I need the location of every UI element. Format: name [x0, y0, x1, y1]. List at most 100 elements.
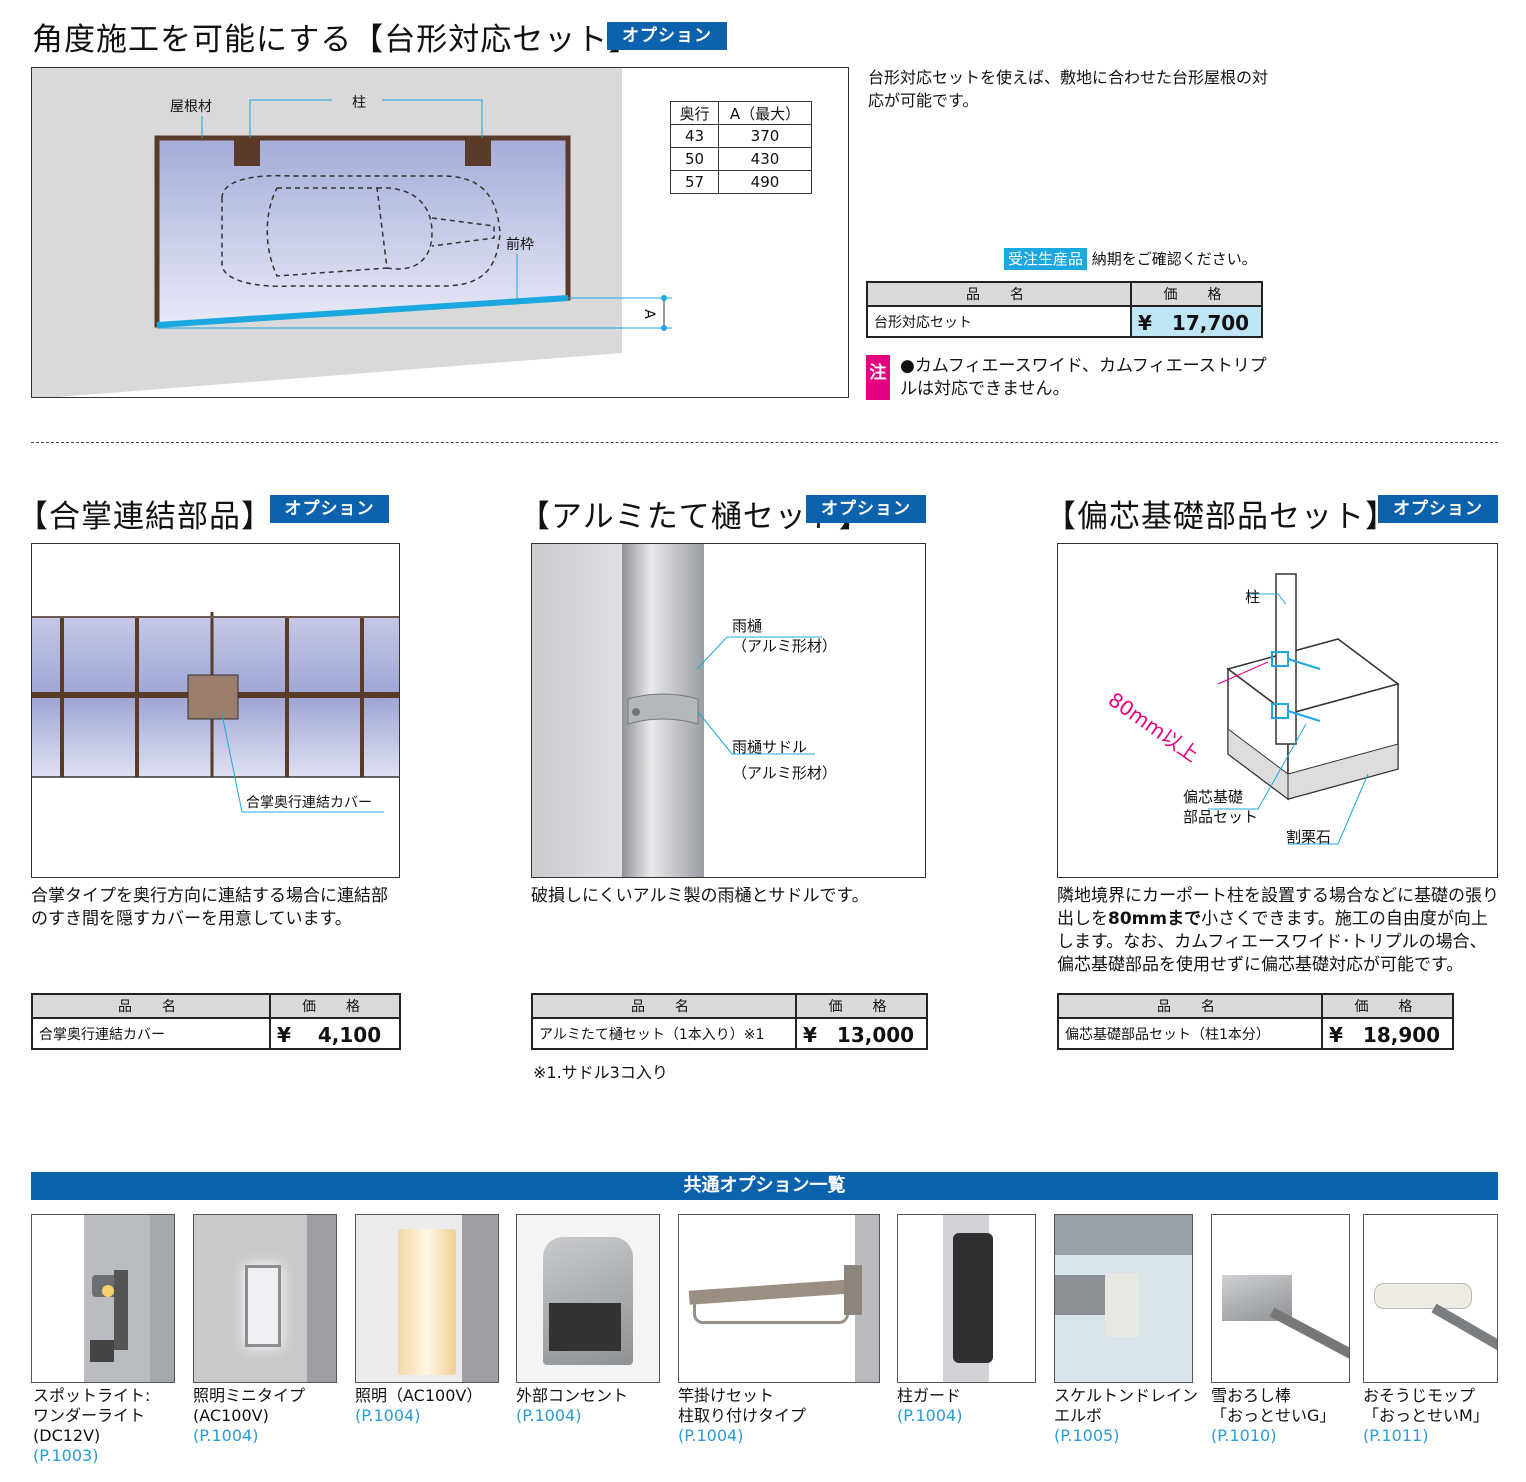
- pipe-label: 雨樋 （アルミ形材）: [732, 616, 837, 656]
- item-price: ¥ 17,700: [1130, 305, 1263, 338]
- caption-line: 「おっとせいM」: [1363, 1406, 1489, 1425]
- dim-cell: 50: [670, 147, 719, 171]
- alumi-diagram-svg: [532, 544, 925, 877]
- thumb-post-guard: [897, 1214, 1036, 1383]
- thumb-mini-light: [193, 1214, 337, 1383]
- henshin-stone-label: 割栗石: [1286, 828, 1332, 846]
- caption-outlet: 外部コンセント (P.1004): [516, 1386, 628, 1426]
- dim-cell: 43: [670, 124, 719, 148]
- thumb-spotlight: [31, 1214, 175, 1383]
- pipe-label-line: 雨樋: [732, 617, 763, 635]
- thumb-drain-elbow: [1054, 1214, 1193, 1383]
- henshin-diagram-svg: [1208, 573, 1400, 845]
- roof-panel: [1055, 1215, 1192, 1255]
- alumi-price-table: 品 名 価 格 アルミたて樋セット（1本入り）※1 ¥ 13,000: [531, 993, 928, 1050]
- caption-line: 外部コンセント: [516, 1386, 629, 1405]
- price-table-header: 品 名 価 格: [866, 281, 1263, 307]
- gassho-cover-label: 合掌奥行連結カバー: [246, 795, 372, 811]
- lamp-icon: [398, 1229, 456, 1375]
- caption-light: 照明（AC100V） (P.1004): [355, 1386, 482, 1426]
- caption-line: 照明（AC100V）: [355, 1386, 483, 1405]
- section-divider: [31, 442, 1498, 443]
- page-link[interactable]: (P.1004): [678, 1426, 744, 1445]
- socket-icon: [549, 1303, 621, 1351]
- hanger-icon: [693, 1301, 849, 1324]
- page-link[interactable]: (P.1004): [897, 1406, 963, 1425]
- caption-line: 柱取り付けタイプ: [678, 1406, 807, 1425]
- caption-line: 雪おろし棒: [1211, 1386, 1292, 1405]
- part-label-line: 偏芯基礎: [1183, 788, 1244, 806]
- item-price: ¥ 13,000: [795, 1017, 928, 1050]
- page-link[interactable]: (P.1010): [1211, 1426, 1277, 1445]
- item-price: ¥ 18,900: [1321, 1017, 1454, 1050]
- gassho-option-badge: オプション: [270, 495, 389, 523]
- col-name-header: 品 名: [866, 281, 1132, 307]
- thumb-outlet: [516, 1214, 660, 1383]
- caption-line: おそうじモップ: [1363, 1386, 1476, 1405]
- caption-snow-stick: 雪おろし棒 「おっとせいG」 (P.1010): [1211, 1386, 1335, 1446]
- wall-panel: [462, 1215, 498, 1382]
- price-table-header: 品 名 価 格: [531, 993, 928, 1019]
- henshin-diagram: 柱 80mm以上 偏芯基礎 部品セット 割栗石: [1057, 543, 1498, 878]
- col-name-header: 品 名: [531, 993, 797, 1019]
- dimension-table-header: 奥行 A（最大）: [670, 101, 812, 125]
- caption-line: スケルトンドレイン: [1054, 1386, 1199, 1405]
- gassho-diagram: 合掌奥行連結カバー: [31, 543, 400, 878]
- daikei-option-badge: オプション: [607, 22, 727, 50]
- table-row: アルミたて樋セット（1本入り）※1 ¥ 13,000: [531, 1017, 928, 1050]
- caption-line: (DC12V): [33, 1426, 101, 1445]
- front-frame-label: 前枠: [506, 237, 534, 253]
- caption-mini-light: 照明ミニタイプ (AC100V) (P.1004): [193, 1386, 305, 1446]
- price-value: ¥ 18,900: [1329, 1023, 1441, 1047]
- page-link[interactable]: (P.1011): [1363, 1426, 1429, 1445]
- gassho-title: 【合掌連結部品】: [17, 499, 273, 535]
- caption-pole-hanger: 竿掛けセット 柱取り付けタイプ (P.1004): [678, 1386, 806, 1446]
- dim-cell: 57: [670, 170, 719, 194]
- gassho-price-table: 品 名 価 格 合掌奥行連結カバー ¥ 4,100: [31, 993, 401, 1050]
- page-link[interactable]: (P.1004): [355, 1406, 421, 1425]
- thumb-mop: [1363, 1214, 1498, 1383]
- henshin-part-label: 偏芯基礎 部品セット: [1183, 787, 1258, 827]
- page-link[interactable]: (P.1003): [33, 1446, 99, 1465]
- caption-line: 照明ミニタイプ: [193, 1386, 306, 1405]
- col-price-header: 価 格: [269, 993, 401, 1019]
- col-price-header: 価 格: [1321, 993, 1454, 1019]
- item-name: 合掌奥行連結カバー: [31, 1017, 271, 1050]
- guard-icon: [953, 1233, 993, 1363]
- henshin-option-badge: オプション: [1378, 495, 1498, 523]
- daikei-title: 角度施工を可能にする【台形対応セット】: [32, 22, 641, 58]
- col-price-header: 価 格: [795, 993, 928, 1019]
- table-row: 合掌奥行連結カバー ¥ 4,100: [31, 1017, 401, 1050]
- page-link[interactable]: (P.1004): [516, 1406, 582, 1425]
- daikei-diagram-svg: [32, 68, 672, 397]
- gassho-diagram-svg: [32, 612, 399, 813]
- page-link[interactable]: (P.1004): [193, 1426, 259, 1445]
- elbow-icon: [1105, 1273, 1139, 1337]
- post-label: 柱: [352, 95, 366, 111]
- price-value: ¥ 13,000: [803, 1023, 915, 1047]
- page-link[interactable]: (P.1005): [1054, 1426, 1120, 1445]
- item-name: 台形対応セット: [866, 305, 1132, 338]
- caption-line: ワンダーライト: [33, 1406, 146, 1425]
- note-text: ●カムフィエースワイド、カムフィエーストリプルは対応できません。: [900, 356, 1267, 399]
- desc-bold: 80mmまで: [1108, 909, 1202, 929]
- henshin-post-label: 柱: [1245, 588, 1261, 606]
- common-options-header: 共通オプション一覧: [31, 1172, 1498, 1200]
- mount-icon: [844, 1265, 862, 1315]
- caption-line: エルボ: [1054, 1406, 1103, 1425]
- order-badge: 受注生産品: [1004, 248, 1088, 270]
- caption-drain-elbow: スケルトンドレイン エルボ (P.1005): [1054, 1386, 1198, 1446]
- dim-cell: 430: [718, 147, 812, 171]
- daikei-price-table: 品 名 価 格 台形対応セット ¥ 17,700: [866, 281, 1263, 338]
- price-table-header: 品 名 価 格: [1057, 993, 1454, 1019]
- col-price-header: 価 格: [1130, 281, 1263, 307]
- saddle-label: 雨樋サドル （アルミ形材）: [732, 734, 837, 786]
- caption-spotlight: スポットライト: ワンダーライト (DC12V) (P.1003): [33, 1386, 150, 1466]
- thumb-snow-stick: [1211, 1214, 1350, 1383]
- table-row: 台形対応セット ¥ 17,700: [866, 305, 1263, 338]
- caption-post-guard: 柱ガード (P.1004): [897, 1386, 962, 1426]
- order-note: 受注生産品 納期をご確認ください。: [1004, 248, 1257, 270]
